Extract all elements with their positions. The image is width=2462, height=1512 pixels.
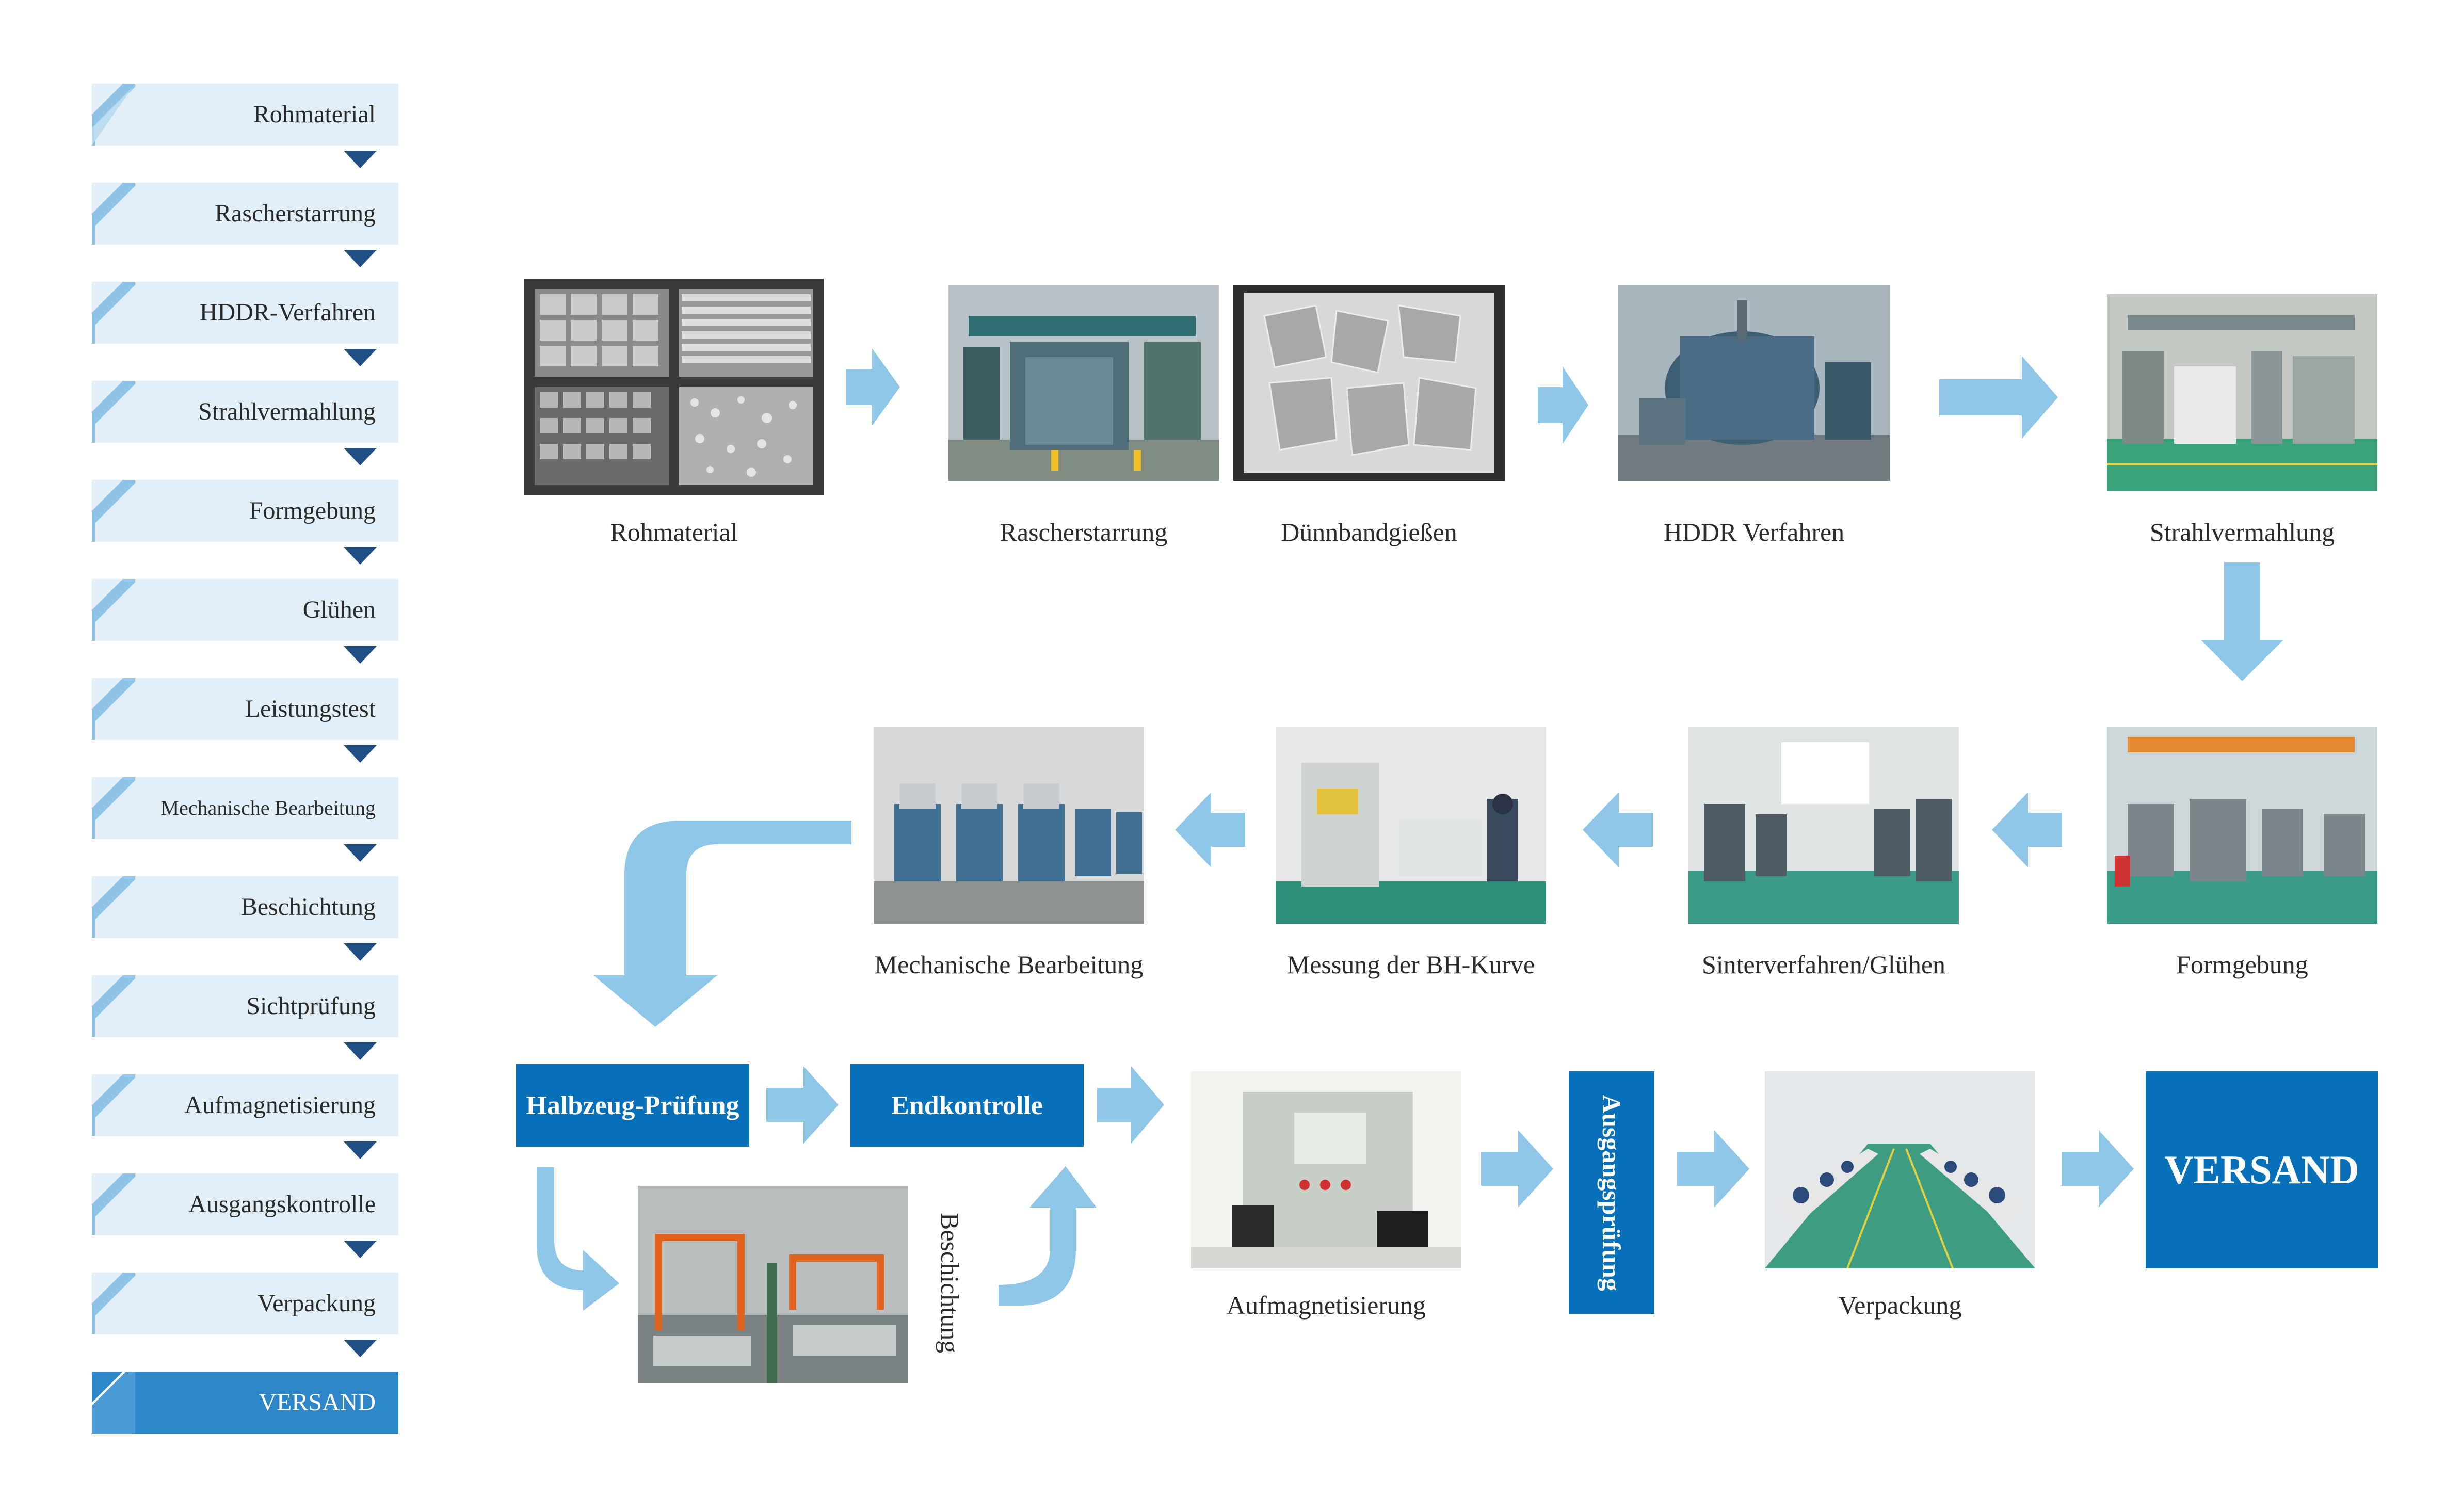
sidebar-item-verpackung[interactable]: Verpackung [92, 1273, 398, 1334]
sidebar-item-rohmaterial[interactable]: Rohmaterial [92, 84, 398, 146]
caption-sintering: Sinterverfahren/Glühen [1701, 950, 1946, 979]
caption-magnetization: Aufmagnetisierung [1226, 1291, 1426, 1320]
sidebar-item-gluehen[interactable]: Glühen [92, 579, 398, 641]
caption-forming: Formgebung [2176, 950, 2308, 979]
sidebar-item-mechanische-bearbeitung[interactable]: Mechanische Bearbeitung [92, 777, 398, 839]
arrow-right-icon [1677, 1130, 1749, 1208]
sidebar-slant-icon [92, 183, 135, 245]
sidebar-item-label: Rascherstarrung [215, 200, 376, 227]
sidebar-item-label: Formgebung [249, 497, 376, 524]
sidebar-item-label: Mechanische Bearbeitung [160, 796, 376, 819]
sidebar-item-label: Beschichtung [240, 893, 376, 921]
arrow-right-icon [1939, 356, 2058, 439]
caption-jet-milling: Strahlvermahlung [2149, 518, 2335, 546]
sidebar-item-label: HDDR-Verfahren [199, 299, 376, 326]
down-triangle-icon [344, 1340, 377, 1357]
sidebar-slant-icon [92, 678, 135, 740]
arrow-left-icon [1175, 792, 1245, 867]
box-outgoing-test-label: Ausgangsprüfung [1597, 1094, 1626, 1291]
photo-rapid-solidification [948, 285, 1219, 481]
sidebar-item-label: Strahlvermahlung [198, 398, 376, 425]
caption-coating: Beschichtung [936, 1213, 964, 1354]
down-triangle-icon [344, 844, 377, 862]
arrow-right-icon [1538, 366, 1588, 444]
sidebar-item-versand[interactable]: VERSAND [92, 1372, 398, 1434]
sidebar-item-label: VERSAND [259, 1389, 376, 1416]
sidebar-item-label: Leistungstest [245, 695, 376, 722]
sidebar-slant-icon [92, 84, 135, 146]
sidebar-item-label: Aufmagnetisierung [184, 1091, 376, 1119]
sidebar-item-aufmagnetisierung[interactable]: Aufmagnetisierung [92, 1074, 398, 1136]
sidebar-item-beschichtung[interactable]: Beschichtung [92, 876, 398, 938]
caption-packaging: Verpackung [1838, 1291, 1962, 1320]
sidebar-item-label: Rohmaterial [253, 101, 376, 128]
photo-hddr [1618, 285, 1890, 481]
down-triangle-icon [344, 1042, 377, 1060]
sidebar-item-label: Sichtprüfung [246, 992, 376, 1020]
arrow-left-icon [1583, 792, 1653, 867]
sidebar-item-formgebung[interactable]: Formgebung [92, 480, 398, 542]
photo-packaging [1765, 1071, 2035, 1268]
down-triangle-icon [344, 448, 377, 465]
photo-strip-casting [1233, 285, 1505, 481]
photo-raw-material [524, 279, 824, 495]
photo-machining [874, 727, 1144, 924]
sidebar-item-leistungstest[interactable]: Leistungstest [92, 678, 398, 740]
down-triangle-icon [344, 250, 377, 267]
down-triangle-icon [344, 547, 377, 565]
box-semi-finished-test: Halbzeug-Prüfung [516, 1064, 749, 1147]
arrow-right-icon [2062, 1130, 2134, 1208]
sidebar-item-label: Verpackung [257, 1290, 376, 1317]
sidebar-item-ausgangskontrolle[interactable]: Ausgangskontrolle [92, 1173, 398, 1235]
sidebar-slant-icon [92, 876, 135, 938]
caption-strip-casting: Dünnbandgießen [1281, 518, 1457, 546]
sidebar-item-label: Glühen [302, 596, 376, 623]
arrow-right-icon [1481, 1130, 1553, 1208]
caption-bh-curve: Messung der BH-Kurve [1286, 950, 1535, 979]
photo-coating [638, 1186, 908, 1383]
down-triangle-icon [344, 151, 377, 168]
sidebar-slant-icon [92, 480, 135, 542]
sidebar-slant-icon [92, 381, 135, 443]
sidebar-slant-icon [92, 282, 135, 344]
arrow-turn-down-icon [593, 821, 851, 1027]
sidebar-slant-icon [92, 777, 135, 839]
caption-machining: Mechanische Bearbeitung [874, 950, 1144, 979]
down-triangle-icon [344, 943, 377, 961]
photo-jet-milling [2107, 294, 2377, 491]
arrow-down-icon [2201, 562, 2283, 681]
sidebar-slant-icon [92, 975, 135, 1037]
photo-bh-curve [1276, 727, 1546, 924]
sidebar-slant-icon [92, 579, 135, 641]
down-triangle-icon [344, 349, 377, 366]
sidebar-slant-icon [92, 1372, 135, 1434]
box-outgoing-test: Ausgangsprüfung [1569, 1071, 1654, 1314]
caption-rapid-solidification: Rascherstarrung [1000, 518, 1168, 546]
arrow-right-icon [846, 348, 900, 426]
down-triangle-icon [344, 646, 377, 664]
down-triangle-icon [344, 1241, 377, 1258]
arrow-right-icon [1097, 1066, 1164, 1144]
sidebar-slant-icon [92, 1273, 135, 1334]
arrow-left-icon [1992, 792, 2062, 867]
caption-raw-material: Rohmaterial [610, 518, 738, 546]
arrow-right-icon [766, 1066, 839, 1144]
down-triangle-icon [344, 745, 377, 763]
down-triangle-icon [344, 1141, 377, 1159]
sidebar-slant-icon [92, 1074, 135, 1136]
caption-hddr: HDDR Verfahren [1663, 518, 1845, 546]
sidebar-item-label: Ausgangskontrolle [188, 1191, 376, 1218]
sidebar-item-strahlvermahlung[interactable]: Strahlvermahlung [92, 381, 398, 443]
sidebar-item-sichtpruefung[interactable]: Sichtprüfung [92, 975, 398, 1037]
photo-forming [2107, 727, 2377, 924]
photo-sintering [1688, 727, 1959, 924]
sidebar-slant-icon [92, 1173, 135, 1235]
box-shipping: VERSAND [2146, 1071, 2378, 1268]
sidebar-item-hddr-verfahren[interactable]: HDDR-Verfahren [92, 282, 398, 344]
sidebar-item-rascherstarrung[interactable]: Rascherstarrung [92, 183, 398, 245]
box-final-inspection: Endkontrolle [850, 1064, 1084, 1147]
arrow-curve-down-right-icon [537, 1167, 619, 1311]
photo-magnetization [1191, 1071, 1461, 1268]
arrow-curve-up-icon [999, 1166, 1097, 1306]
